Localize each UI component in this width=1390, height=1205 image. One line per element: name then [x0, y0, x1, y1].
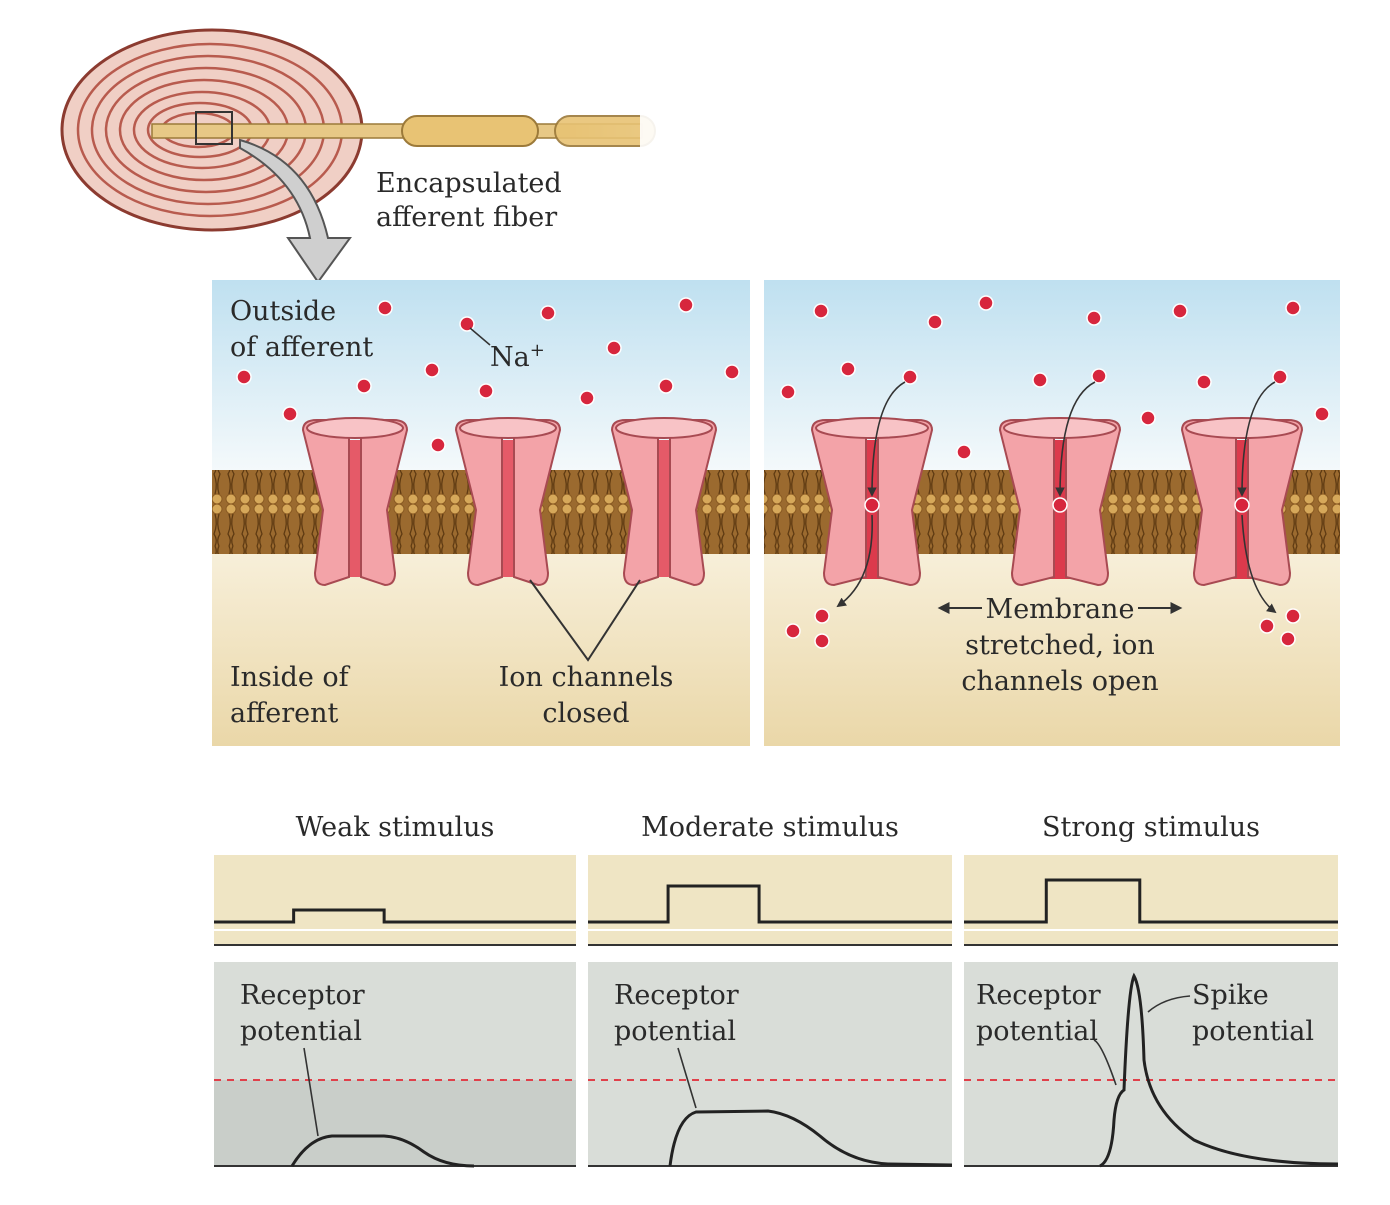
- label-stretched-ion: stretched, ion: [965, 630, 1155, 661]
- pacinian-corpuscle: [60, 28, 680, 284]
- sodium-ion: [424, 362, 440, 378]
- sodium-ion: [902, 369, 918, 385]
- label-ion-channels: Ion channels: [499, 662, 674, 693]
- ion-flow-arrow: [867, 381, 906, 497]
- stimulus-title: Strong stimulus: [1042, 812, 1260, 843]
- sodium-ion: [540, 305, 556, 321]
- label-sodium: Na+: [490, 340, 545, 373]
- ion-channel-closed-1: [301, 417, 409, 587]
- zoom-region-box: [195, 111, 233, 145]
- panel-channels-open: [764, 280, 1340, 746]
- stimulus-trace-panel: [964, 855, 1338, 945]
- sodium-ion: [1140, 410, 1156, 426]
- sodium-ion: [927, 314, 943, 330]
- sodium-ion: [1314, 406, 1330, 422]
- sodium-ion: [1285, 608, 1301, 624]
- label-receptor: Receptor: [614, 980, 739, 1011]
- label-spike-potential: potential: [1192, 1016, 1314, 1047]
- sodium-ion: [813, 303, 829, 319]
- sodium-ion: [579, 390, 595, 406]
- response-trace-panel: [964, 962, 1338, 1166]
- stimulus-trace: [214, 908, 576, 924]
- sodium-ion: [864, 497, 880, 513]
- ion-flow-arrow: [1241, 514, 1277, 614]
- sodium-ion: [356, 378, 372, 394]
- sodium-ion: [814, 608, 830, 624]
- stimulus-trace-panel: [588, 855, 952, 945]
- response-trace: [1099, 972, 1339, 1168]
- pointer-lines-closed: [529, 579, 641, 662]
- label-closed: closed: [542, 698, 629, 729]
- sodium-ion: [724, 364, 740, 380]
- sodium-ion: [658, 378, 674, 394]
- label-outside: Outside: [230, 296, 336, 327]
- sodium-ion: [1032, 372, 1048, 388]
- ion-flow-arrow: [1055, 381, 1096, 497]
- ion-flow-arrow: [1237, 381, 1276, 497]
- myelin-segment-1: [401, 115, 539, 147]
- sodium-ion: [814, 633, 830, 649]
- ion-channel-closed-2: [454, 417, 562, 587]
- stimulus-trace: [588, 884, 952, 924]
- sodium-ion: [236, 369, 252, 385]
- stimulus-title: Moderate stimulus: [641, 812, 899, 843]
- label-receptor: Receptor: [240, 980, 365, 1011]
- label-channels-open: channels open: [961, 666, 1158, 697]
- ion-flow-arrow: [836, 514, 874, 608]
- label-potential: potential: [240, 1016, 362, 1047]
- sodium-ion: [1052, 497, 1068, 513]
- sodium-ion: [978, 295, 994, 311]
- label-of-afferent: of afferent: [230, 332, 373, 363]
- sodium-ion: [478, 383, 494, 399]
- sodium-ion: [1091, 368, 1107, 384]
- sodium-ion: [956, 444, 972, 460]
- label-potential: potential: [976, 1016, 1098, 1047]
- sodium-ion: [606, 340, 622, 356]
- response-trace-panel: [588, 962, 952, 1166]
- sodium-ion: [1259, 618, 1275, 634]
- sodium-ion: [1280, 631, 1296, 647]
- ion-channel-closed-3: [610, 417, 718, 587]
- sodium-ion: [840, 361, 856, 377]
- sodium-ion: [780, 384, 796, 400]
- label-potential: potential: [614, 1016, 736, 1047]
- sodium-ion: [678, 297, 694, 313]
- sodium-ion: [1172, 303, 1188, 319]
- sodium-ion: [377, 300, 393, 316]
- label-inside-afferent: afferent: [230, 698, 339, 729]
- response-trace: [290, 1134, 475, 1168]
- sodium-ion: [1285, 300, 1301, 316]
- label-spike: Spike: [1192, 980, 1269, 1011]
- label-inside-of: Inside of: [230, 662, 351, 693]
- ion-channel-open-2: [998, 417, 1122, 587]
- label-encapsulated: Encapsulated: [376, 168, 562, 199]
- stimulus-trace-panel: [214, 855, 576, 945]
- sodium-ion: [1086, 310, 1102, 326]
- sodium-ion: [282, 406, 298, 422]
- response-trace: [668, 1109, 953, 1167]
- sodium-ion: [785, 623, 801, 639]
- sodium-ion: [1272, 369, 1288, 385]
- label-afferent-fiber: afferent fiber: [376, 202, 557, 233]
- panel-channels-closed: [212, 280, 750, 746]
- sodium-ion: [430, 437, 446, 453]
- label-membrane: Membrane: [986, 594, 1135, 625]
- sodium-ion: [1196, 374, 1212, 390]
- label-receptor: Receptor: [976, 980, 1101, 1011]
- stimulus-title: Weak stimulus: [296, 812, 495, 843]
- sodium-ion: [1234, 497, 1250, 513]
- stimulus-trace: [964, 878, 1338, 924]
